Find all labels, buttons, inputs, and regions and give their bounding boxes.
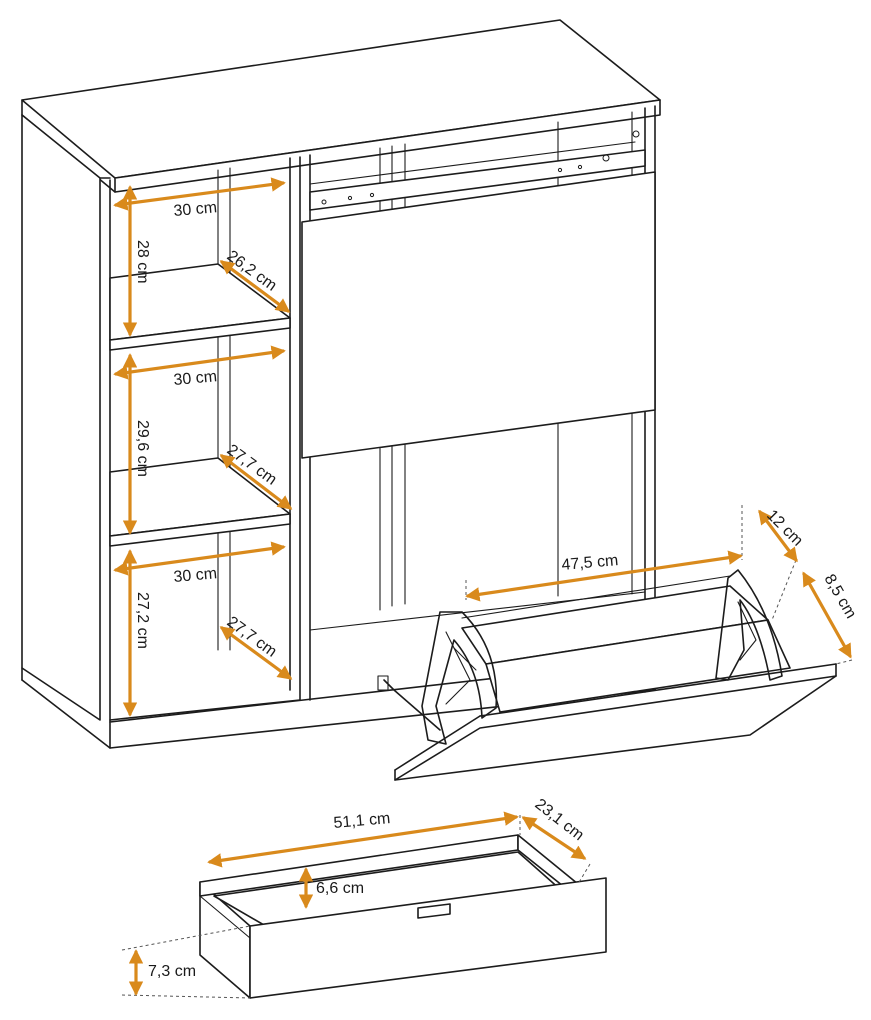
- label-drawer-inner-height: 6,6 cm: [316, 880, 364, 897]
- flap-door-upper: [301, 171, 656, 459]
- label-flap-width: 47,5 cm: [561, 552, 619, 574]
- dim-arrow-shelf-depth-2: [219, 454, 293, 510]
- dim-arrow-shelf-depth-1: [219, 260, 291, 313]
- label-shelf-width-2: 30 cm: [173, 368, 218, 389]
- dim-arrow-drawer-width: [207, 811, 519, 868]
- label-drawer-width: 51,1 cm: [333, 810, 391, 832]
- label-shelf-height-1: 28 cm: [134, 240, 151, 284]
- label-shelf-height-3: 27,2 cm: [134, 592, 151, 649]
- dim-arrow-flap-width: [465, 550, 743, 602]
- drawer-front: [249, 877, 607, 999]
- label-shelf-height-2: 29,6 cm: [134, 420, 151, 477]
- dimension-arrows: [113, 177, 852, 996]
- hinge-rail: [309, 149, 646, 211]
- left-hinge-bracket: [421, 611, 498, 745]
- shelf-2-edge: [109, 513, 291, 547]
- drawer-handle: [417, 903, 451, 919]
- dim-arrow-flap-depth-side: [802, 571, 852, 659]
- dim-arrow-shelf-width-3: [113, 541, 286, 576]
- shelf-1-edge: [109, 317, 291, 351]
- cabinet-left-side: [21, 114, 101, 721]
- gas-strut: [383, 679, 441, 731]
- label-drawer-depth: 23,1 cm: [532, 796, 587, 844]
- dim-arrow-shelf-depth-3: [219, 626, 293, 680]
- label-drawer-front-height: 7,3 cm: [148, 963, 196, 980]
- shoe-tray-floor: [485, 619, 791, 713]
- dim-arrow-shelf-width-2: [113, 345, 286, 380]
- dim-arrow-flap-depth-top: [758, 509, 798, 563]
- label-shelf-width-3: 30 cm: [173, 565, 218, 586]
- label-shelf-width-1: 30 cm: [173, 199, 218, 220]
- dim-arrow-shelf-width-1: [113, 177, 286, 211]
- dim-arrow-drawer-depth: [521, 816, 587, 860]
- shoe-flap-open: [377, 505, 853, 781]
